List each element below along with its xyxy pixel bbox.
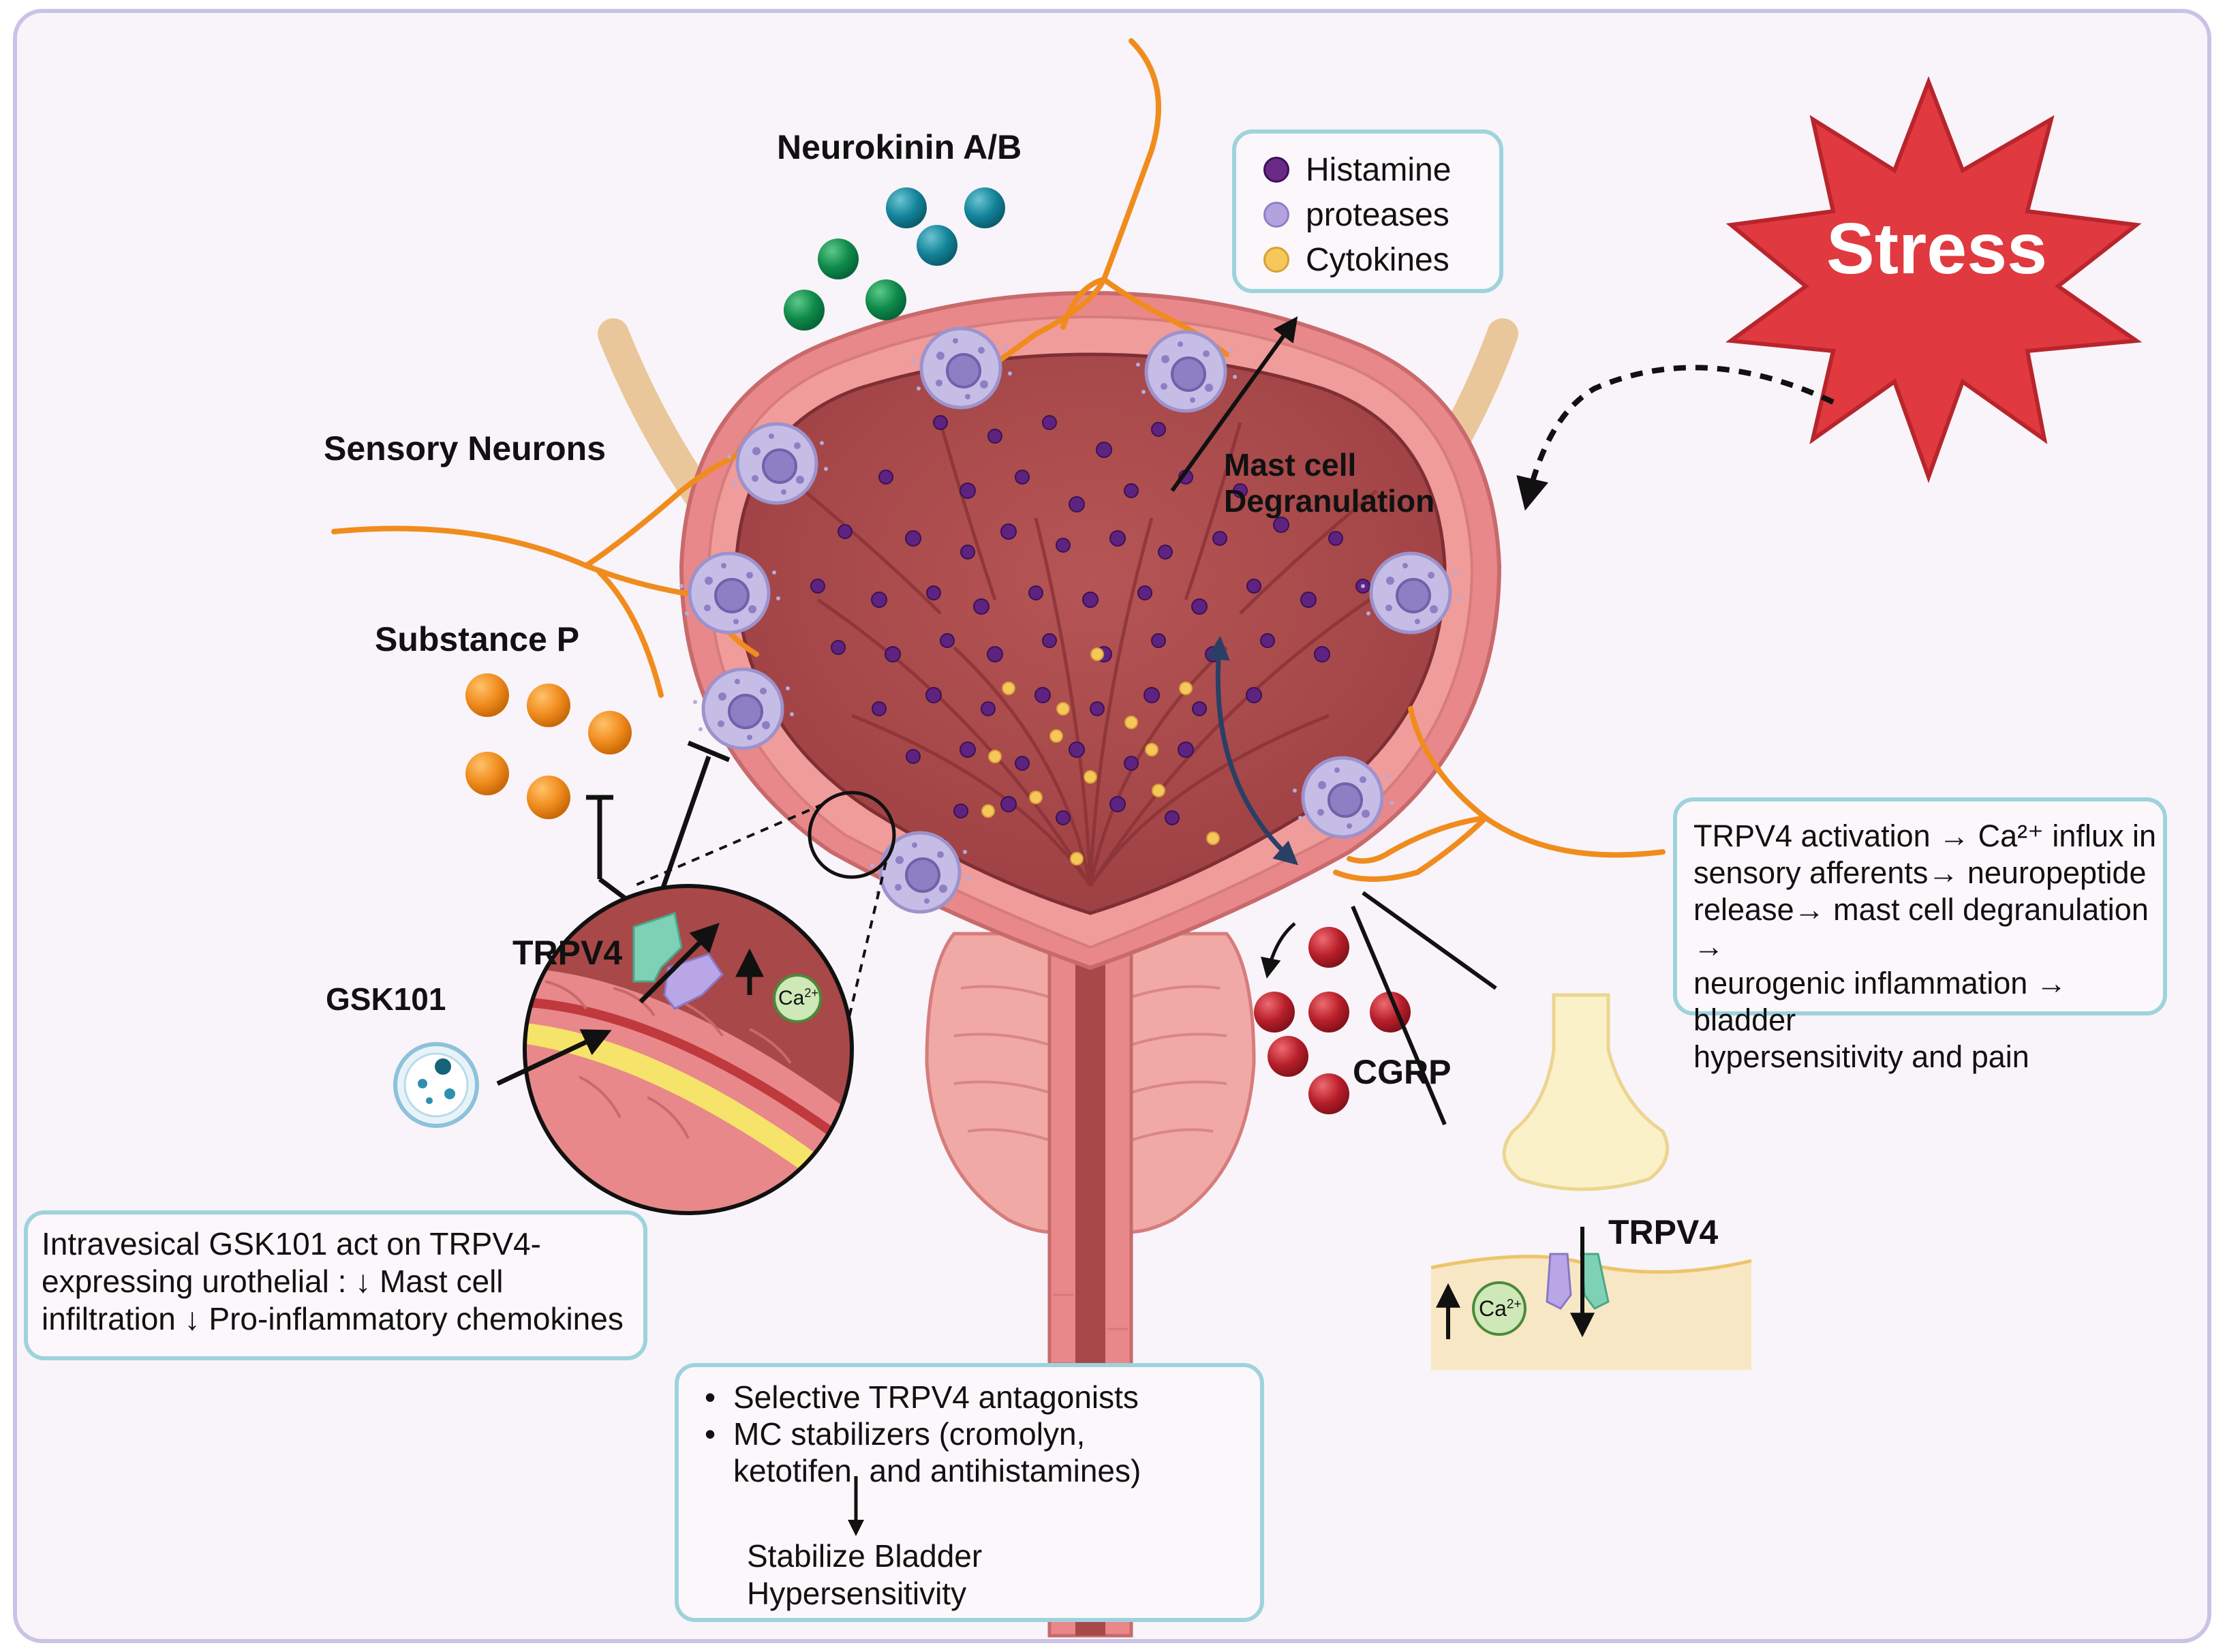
- stress-label: Stress: [1826, 209, 2048, 289]
- mast-cell-degranulation-line-2: Degranulation: [1224, 483, 1435, 519]
- legend-label: Cytokines: [1306, 241, 1449, 278]
- histamine-swatch: [1263, 157, 1289, 183]
- treatment-line: MC stabilizers (cromolyn,: [733, 1416, 1086, 1452]
- proteases-swatch: [1263, 202, 1289, 228]
- cytokine-granules: [981, 647, 1220, 866]
- cytokines-swatch: [1263, 247, 1289, 273]
- ca-ion-charge: 2+: [804, 986, 818, 1000]
- sensory-neurons-label: Sensory Neurons: [324, 429, 607, 468]
- degranulation-arrow: [1170, 316, 1298, 492]
- legend-label: proteases: [1306, 196, 1449, 233]
- cgrp-particles: [1254, 927, 1411, 1114]
- substance-p-label: Substance P: [375, 620, 580, 658]
- gsk101-effect-line: infiltration ↓ Pro-inflammatory chemokin…: [42, 1301, 624, 1336]
- neuro-mast-arrow: [1206, 636, 1299, 866]
- mediator-legend: Histamine proteases Cytokines: [1232, 129, 1503, 293]
- gsk101-effect-line: expressing urothelial : ↓ Mast cell: [42, 1264, 504, 1299]
- afferent-terminal: [1430, 993, 1752, 1370]
- treatment-outcome: Stabilize Bladder Hypersensitivity: [747, 1538, 982, 1612]
- ca-ion-symbol: Ca: [1479, 1296, 1507, 1321]
- legend-item-histamine: Histamine: [1263, 147, 1499, 192]
- gsk101-arrow: [496, 1029, 612, 1086]
- treatment-line: Selective TRPV4 antagonists: [733, 1379, 1139, 1415]
- neurokinin-label: Neurokinin A/B: [777, 128, 1022, 166]
- mast-cell-degranulation-label: Mast cell Degranulation: [1224, 447, 1434, 519]
- ca-ion-label-afferent: Ca2+: [1479, 1296, 1522, 1321]
- stress-arrow: [1516, 365, 1835, 511]
- ca-ion-charge: 2+: [1506, 1297, 1522, 1312]
- ca-ion-symbol: Ca: [778, 987, 805, 1009]
- outcome-arrow: [848, 1476, 864, 1536]
- legend-label: Histamine: [1306, 151, 1452, 188]
- mechanism-line: hypersensitivity and pain: [1693, 1039, 2029, 1074]
- gsk101-effect-line: Intravesical GSK101 act on TRPV4-: [42, 1226, 541, 1261]
- trpv4-mechanism-box: TRPV4 activation → Ca²⁺ influx in sensor…: [1673, 797, 2167, 1074]
- zoom-inset: [523, 884, 854, 1215]
- neurokinin-particles: [784, 187, 1005, 331]
- ca-ion-label-zoom: Ca2+: [778, 986, 818, 1011]
- mast-cell-degranulation-line-1: Mast cell: [1224, 447, 1357, 483]
- outcome-line: Stabilize Bladder: [747, 1538, 983, 1574]
- outcome-line: Hypersensitivity: [747, 1576, 967, 1611]
- histamine-granules: [810, 415, 1370, 853]
- zoom-source-circle: [808, 791, 896, 879]
- treatment-bullet-2: MC stabilizers (cromolyn, ketotifen, and…: [691, 1416, 1260, 1490]
- gsk101-effect-box: Intravesical GSK101 act on TRPV4- expres…: [24, 1210, 647, 1360]
- mechanism-line: neurogenic inflammation → bladder: [1693, 966, 2067, 1037]
- legend-item-cytokines: Cytokines: [1263, 237, 1499, 282]
- treatment-box: Selective TRPV4 antagonists MC stabilize…: [675, 1363, 1264, 1622]
- treatment-line: ketotifen, and antihistamines): [733, 1452, 1141, 1488]
- mechanism-line: sensory afferents→ neuropeptide: [1693, 855, 2147, 890]
- stress-star: [1725, 76, 2143, 483]
- trpv4-afferent-label: TRPV4: [1608, 1213, 1719, 1251]
- treatment-bullet-1: Selective TRPV4 antagonists: [691, 1379, 1260, 1416]
- trpv4-zoom-label: TRPV4: [512, 934, 623, 972]
- gsk101-label: GSK101: [326, 981, 446, 1017]
- substance-p-particles: [465, 673, 632, 819]
- cgrp-label: CGRP: [1353, 1053, 1452, 1091]
- mechanism-line: TRPV4 activation → Ca²⁺ influx in: [1693, 819, 2156, 853]
- legend-item-proteases: proteases: [1263, 192, 1499, 237]
- gsk101-vesicle: [393, 1042, 479, 1128]
- mechanism-line: release→ mast cell degranulation →: [1693, 892, 2149, 964]
- cgrp-release-arrow: [1261, 922, 1296, 979]
- afferent-lines: [1351, 891, 1497, 1126]
